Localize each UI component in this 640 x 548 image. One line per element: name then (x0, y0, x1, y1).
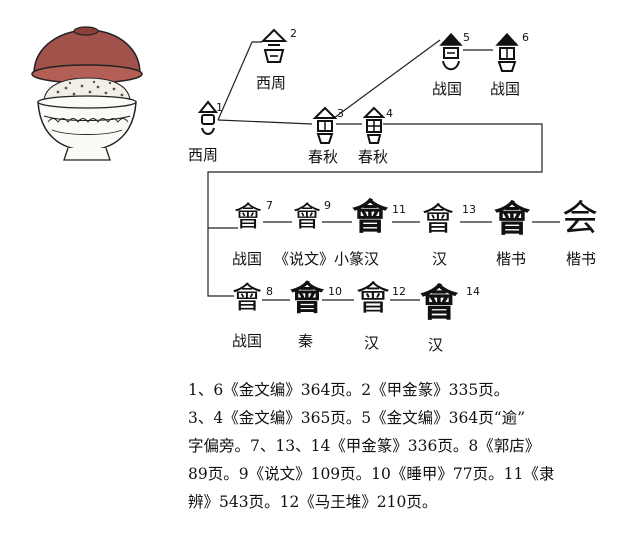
glyph-7: 會 (234, 200, 263, 233)
label-node-8: 战国 (232, 332, 263, 350)
glyph-kaishu-simplified: 会 (562, 198, 599, 239)
number-8: 8 (266, 285, 273, 298)
label-node-4: 春秋 (358, 148, 389, 166)
number-13: 13 (462, 203, 476, 216)
label-node-9: 《说文》小篆 (274, 250, 365, 268)
glyph-4-drawing (362, 106, 386, 144)
glyph-12: 會 (356, 279, 390, 319)
label-node-2: 西周 (256, 74, 287, 92)
glyph-3-drawing (312, 106, 338, 144)
glyph-1-drawing (197, 100, 219, 135)
label-node-14: 汉 (428, 336, 444, 354)
glyph-kaishu-traditional: 會 (494, 198, 531, 240)
number-11: 11 (392, 203, 406, 216)
number-1: 1 (216, 101, 223, 114)
label-node-6: 战国 (490, 80, 521, 98)
number-10: 10 (328, 285, 342, 298)
note-line-4: 89页。9《说文》109页。10《睡甲》77页。11《隶 (188, 465, 555, 483)
label-node-11: 汉 (364, 250, 380, 268)
glyph-9: 會 (293, 200, 322, 233)
glyph-10: 會 (290, 279, 324, 319)
glyph-14: 會 (420, 280, 459, 325)
label-kaishu-1: 楷书 (496, 250, 527, 268)
number-4: 4 (386, 107, 393, 120)
number-14: 14 (466, 285, 480, 298)
label-node-10: 秦 (298, 332, 314, 350)
glyph-8: 會 (232, 281, 262, 316)
label-kaishu-2: 楷书 (566, 250, 597, 268)
source-notes: 1、6《金文编》364页。2《甲金篆》335页。 3、4《金文编》365页。5《… (188, 376, 608, 516)
number-3: 3 (337, 107, 344, 120)
lidded-food-vessel-icon (31, 26, 143, 161)
number-7: 7 (266, 199, 273, 212)
note-line-3: 字偏旁。7、13、14《甲金篆》336页。8《郭店》 (188, 437, 541, 455)
number-6: 6 (522, 31, 529, 44)
label-node-5: 战国 (432, 80, 463, 98)
note-line-2: 3、4《金文编》365页。5《金文编》364页“逾” (188, 409, 526, 427)
label-node-13: 汉 (432, 250, 448, 268)
label-node-1: 西周 (188, 146, 219, 164)
glyph-2-drawing (260, 28, 288, 63)
glyph-5-drawing (439, 32, 463, 71)
number-5: 5 (463, 31, 470, 44)
glyph-11: 會 (352, 196, 389, 238)
label-node-3: 春秋 (308, 148, 339, 166)
note-line-1: 1、6《金文编》364页。2《甲金篆》335页。 (188, 381, 510, 399)
label-node-12: 汉 (364, 334, 380, 352)
label-node-7: 战国 (232, 250, 263, 268)
number-9: 9 (324, 199, 331, 212)
number-12: 12 (392, 285, 406, 298)
note-line-5: 辨》543页。12《马王堆》210页。 (188, 493, 438, 511)
glyph-6-drawing (495, 32, 519, 72)
glyph-13: 會 (422, 200, 455, 238)
number-2: 2 (290, 27, 297, 40)
